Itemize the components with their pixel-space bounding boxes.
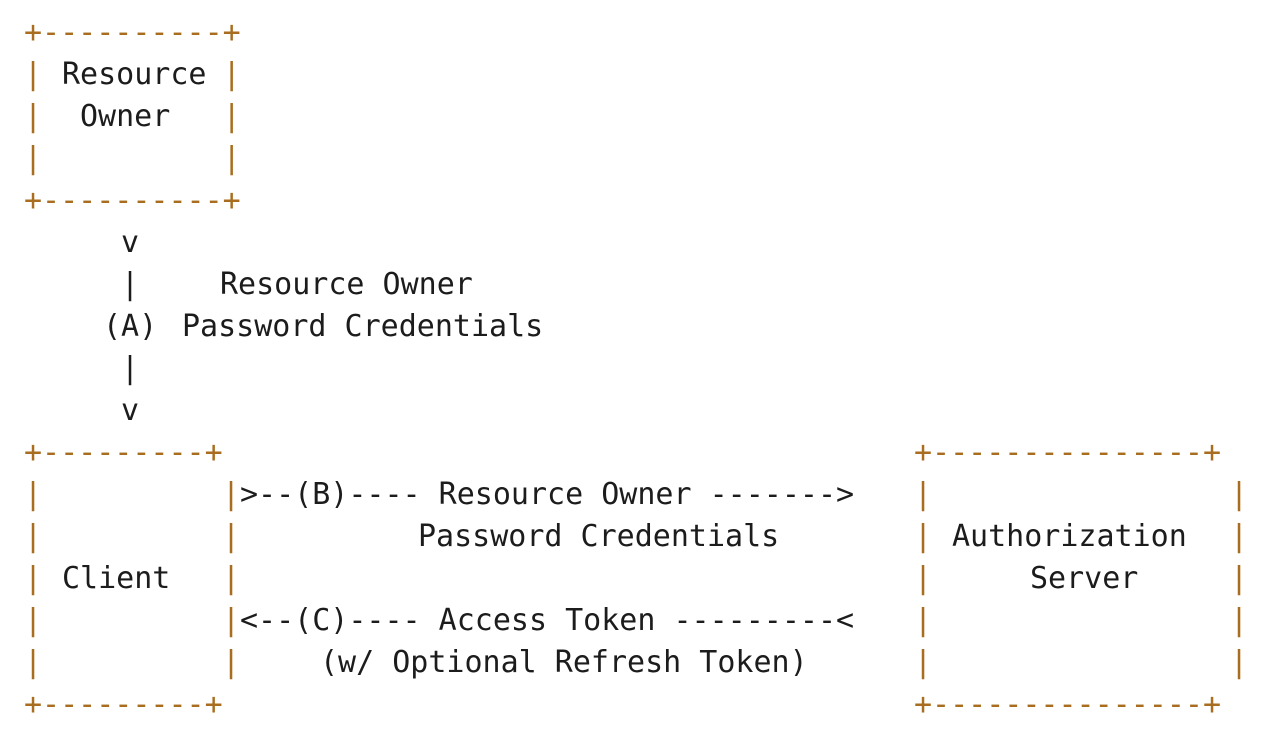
auth-server-box-top: +---------------+	[914, 435, 1221, 470]
authorization-server-box: +---------------+ +---------------+ | | …	[914, 435, 1248, 722]
resource-owner-box-bottom: +----------+	[24, 183, 241, 218]
resource-owner-box-row1: | |	[24, 57, 241, 92]
flow-c-arrow-line: <--(C)---- Access Token ---------<	[240, 603, 854, 638]
resource-owner-box-row2: | |	[24, 99, 241, 134]
client-box-left-5: |	[24, 645, 42, 680]
flow-b-description-line2: Password Credentials	[418, 519, 779, 554]
auth-server-box-left-1: |	[914, 477, 932, 512]
client-box-top: +---------+	[24, 435, 223, 470]
auth-server-label-line1: Authorization	[952, 519, 1187, 554]
auth-server-box-right-5: |	[1230, 645, 1248, 680]
flow-b-client-edge: |	[222, 477, 240, 512]
auth-server-box-left-2: |	[914, 519, 932, 554]
auth-server-box-bottom: +---------------+	[914, 687, 1221, 722]
flow-a-line-top: |	[121, 267, 139, 302]
flow-a: v | (A) | v Resource Owner Password Cred…	[103, 225, 543, 428]
client-box-right-5: |	[222, 645, 240, 680]
flow-c-client-edge: |	[222, 603, 240, 638]
client-box-right-2: |	[222, 519, 240, 554]
flow-a-description-line1: Resource Owner	[220, 267, 473, 302]
client-box-left-3: |	[24, 561, 42, 596]
flow-b-arrow-line: >--(B)---- Resource Owner ------->	[240, 477, 854, 512]
flow-a-line-bottom: |	[121, 351, 139, 386]
flow-b: | >--(B)---- Resource Owner -------> Pas…	[222, 477, 854, 554]
client-box: +---------+ +---------+ | | | | | | | | …	[24, 435, 240, 722]
resource-owner-box-row3: | |	[24, 141, 241, 176]
flow-a-arrowhead-top: v	[121, 225, 139, 260]
auth-server-box-right-4: |	[1230, 603, 1248, 638]
client-box-left-2: |	[24, 519, 42, 554]
client-box-left-4: |	[24, 603, 42, 638]
auth-server-box-left-4: |	[914, 603, 932, 638]
flow-a-step-label: (A)	[103, 309, 157, 344]
auth-server-box-right-1: |	[1230, 477, 1248, 512]
flow-a-arrowhead-bottom: v	[121, 393, 139, 428]
flow-c: | <--(C)---- Access Token ---------< (w/…	[222, 603, 854, 680]
client-label: Client	[62, 561, 170, 596]
client-box-left-1: |	[24, 477, 42, 512]
auth-server-box-left-5: |	[914, 645, 932, 680]
resource-owner-label-line1: Resource	[62, 57, 207, 92]
resource-owner-box: +----------+ | | | | | | +----------+ Re…	[24, 15, 241, 218]
flow-a-description-line2: Password Credentials	[182, 309, 543, 344]
auth-server-label-line2: Server	[1030, 561, 1138, 596]
auth-server-box-left-3: |	[914, 561, 932, 596]
resource-owner-label-line2: Owner	[80, 99, 170, 134]
client-box-bottom: +---------+	[24, 687, 223, 722]
resource-owner-box-top: +----------+	[24, 15, 241, 50]
auth-server-box-right-2: |	[1230, 519, 1248, 554]
flow-c-description-line2: (w/ Optional Refresh Token)	[320, 645, 808, 680]
auth-server-box-right-3: |	[1230, 561, 1248, 596]
client-box-right-3: |	[222, 561, 240, 596]
